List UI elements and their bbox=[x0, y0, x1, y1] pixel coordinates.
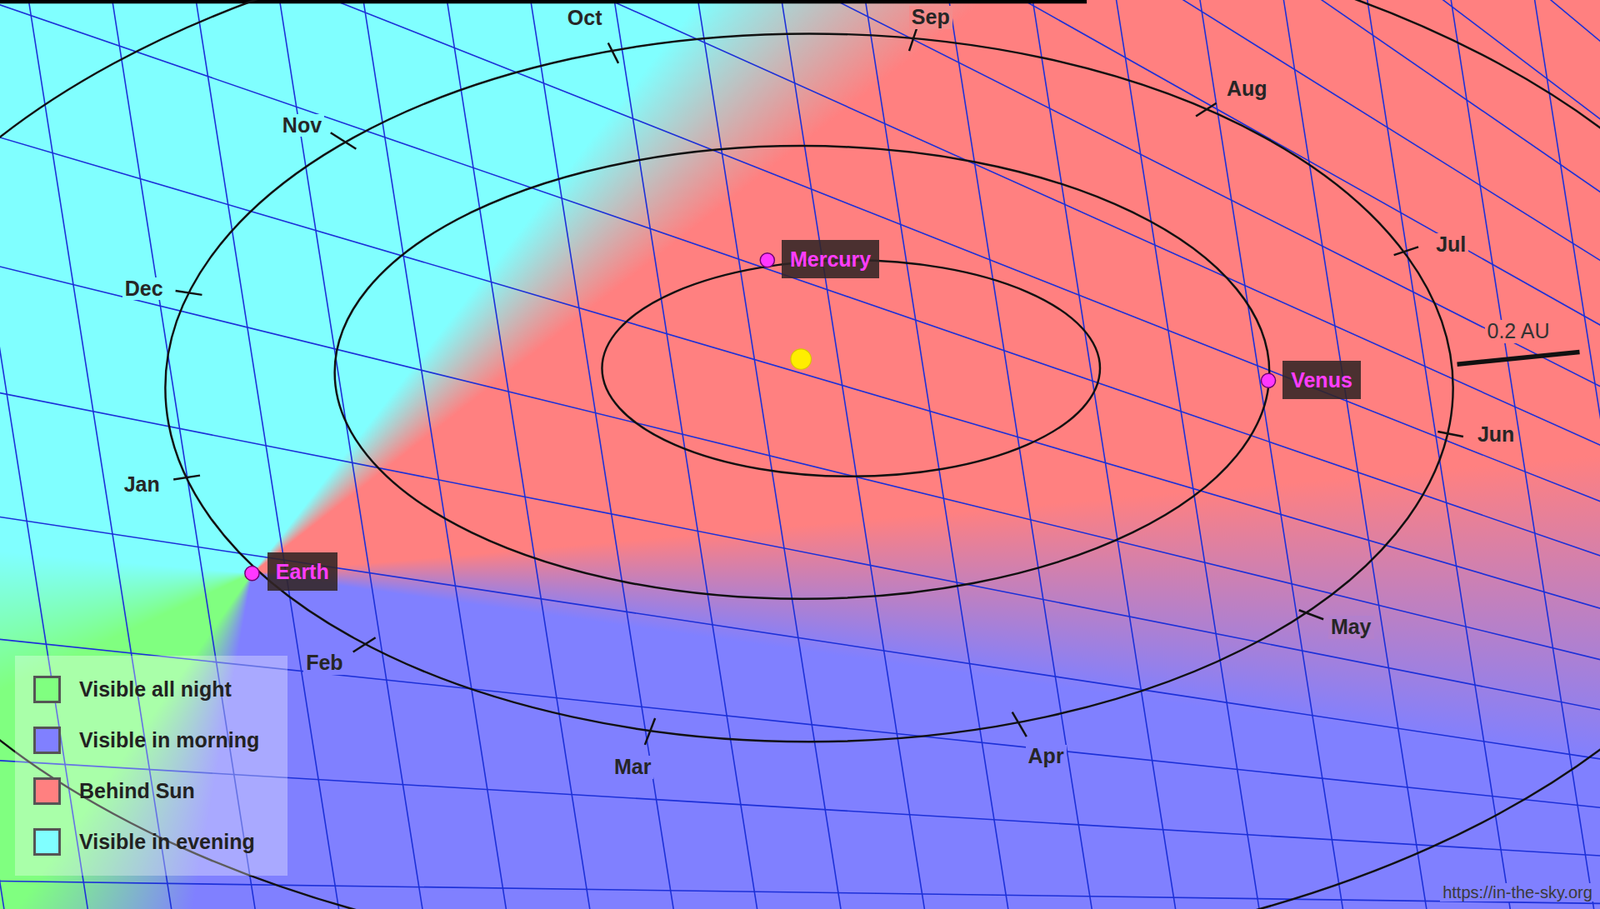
grid-line bbox=[0, 470, 1600, 909]
legend-row: Visible all night bbox=[33, 664, 260, 715]
legend-row: Visible in evening bbox=[33, 816, 260, 868]
legend-text: Behind Sun bbox=[79, 779, 195, 804]
planet-label: Mercury bbox=[781, 240, 880, 279]
month-label: Jul bbox=[1433, 233, 1469, 257]
grid-line bbox=[530, 0, 674, 909]
grid-line bbox=[1450, 0, 1594, 909]
month-label: Nov bbox=[280, 114, 325, 138]
legend-swatch bbox=[33, 777, 61, 805]
planet-name: Earth bbox=[275, 559, 330, 585]
planet-label: Earth bbox=[267, 552, 338, 591]
grid-line bbox=[219, 0, 1600, 909]
grid-line bbox=[446, 0, 590, 909]
grid-line bbox=[1075, 0, 1600, 909]
month-label: Jun bbox=[1475, 423, 1517, 447]
grid-line bbox=[0, 85, 1600, 909]
grid-line bbox=[1443, 0, 1600, 909]
watermark: https://in-the-sky.org bbox=[1440, 883, 1595, 902]
planet-dots bbox=[245, 253, 1276, 581]
month-label: Jan bbox=[121, 473, 163, 497]
legend-text: Visible all night bbox=[79, 677, 232, 702]
month-label: Oct bbox=[565, 6, 605, 30]
sun bbox=[790, 349, 811, 370]
grid-line bbox=[698, 0, 841, 909]
grid-line bbox=[781, 0, 925, 909]
scale-bar bbox=[1457, 351, 1580, 365]
month-ticks bbox=[173, 26, 1464, 745]
month-label: Sep bbox=[909, 5, 953, 30]
month-label: Mar bbox=[611, 755, 654, 780]
mercury-orbit bbox=[601, 260, 1100, 477]
month-label: Dec bbox=[122, 277, 166, 301]
month-label: May bbox=[1328, 615, 1375, 640]
legend-panel: Visible all nightVisible in morningBehin… bbox=[15, 655, 288, 876]
grid-line bbox=[1257, 0, 1600, 909]
legend-swatch bbox=[33, 675, 61, 704]
legend-swatch bbox=[33, 726, 61, 755]
month-label: Aug bbox=[1224, 77, 1270, 101]
grid-line bbox=[280, 0, 423, 909]
grid-line bbox=[381, 0, 1600, 909]
legend-row: Visible in morning bbox=[33, 715, 260, 766]
top-bar bbox=[0, 0, 1087, 4]
grid-line bbox=[949, 0, 1092, 909]
venus-orbit bbox=[335, 145, 1270, 600]
planet-label: Venus bbox=[1282, 360, 1361, 400]
grid-line bbox=[1367, 0, 1510, 909]
planet-name: Venus bbox=[1290, 367, 1353, 393]
grid-line bbox=[865, 0, 1008, 909]
earth-orbit bbox=[165, 33, 1453, 742]
month-label: Apr bbox=[1025, 745, 1067, 769]
scale-label: 0.2 AU bbox=[1485, 320, 1553, 344]
planet-name: Mercury bbox=[790, 246, 871, 272]
legend-text: Visible in evening bbox=[79, 830, 255, 855]
legend-text: Visible in morning bbox=[79, 728, 260, 753]
grid-line bbox=[363, 0, 506, 909]
legend-swatch bbox=[33, 828, 61, 856]
month-label: Feb bbox=[303, 651, 345, 675]
legend-row: Behind Sun bbox=[33, 765, 260, 817]
grid-line bbox=[0, 277, 1600, 909]
grid-line bbox=[720, 0, 1600, 909]
grid-line bbox=[61, 0, 1600, 909]
